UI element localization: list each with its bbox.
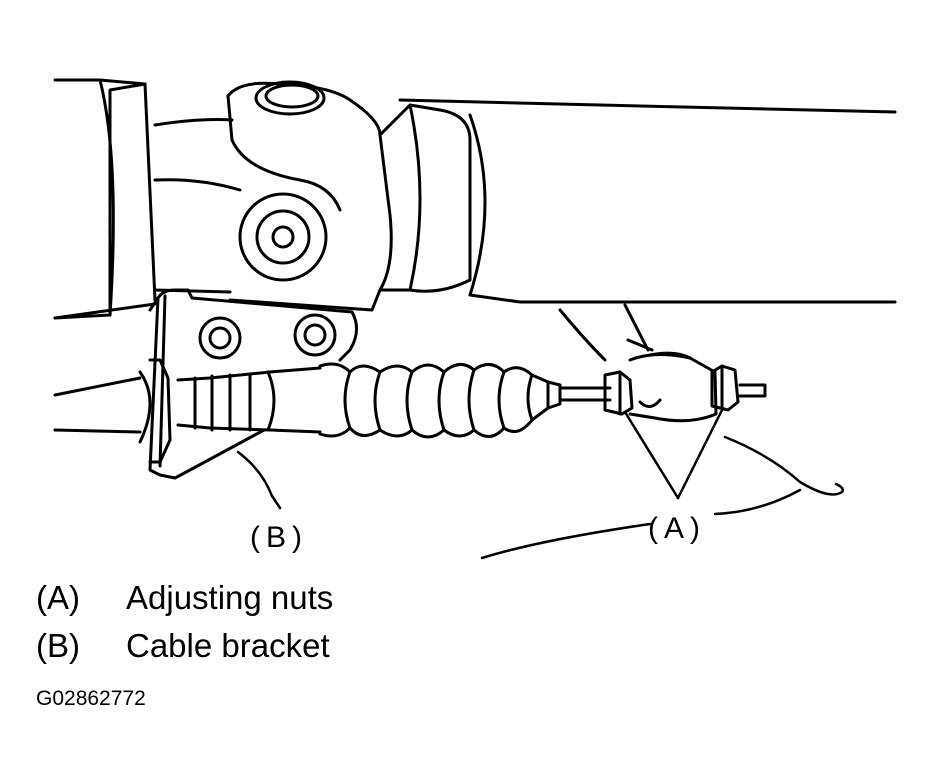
callout-a-leaders (480, 408, 844, 560)
legend-text: Adjusting nuts (126, 579, 334, 616)
lower-tube (53, 358, 172, 464)
cable-rod (558, 383, 767, 402)
legend-item: (B) Cable bracket (36, 622, 333, 670)
cable-bracket (148, 288, 358, 480)
legend: (A) Adjusting nuts (B) Cable bracket (36, 574, 333, 670)
cable-housing (176, 362, 562, 439)
legend-item: (A) Adjusting nuts (36, 574, 333, 622)
adjusting-nuts (603, 338, 740, 423)
callout-b-leader (236, 450, 282, 510)
callout-a-label: (A) (648, 512, 706, 545)
callout-b-label: (B) (250, 521, 308, 554)
support-line (558, 308, 607, 362)
figure-id: G02862772 (36, 687, 146, 710)
support-line (623, 303, 650, 352)
drive-shaft (53, 78, 897, 320)
legend-key: (A) (36, 579, 80, 616)
legend-text: Cable bracket (126, 627, 330, 664)
legend-key: (B) (36, 627, 80, 664)
universal-joint (153, 80, 472, 312)
